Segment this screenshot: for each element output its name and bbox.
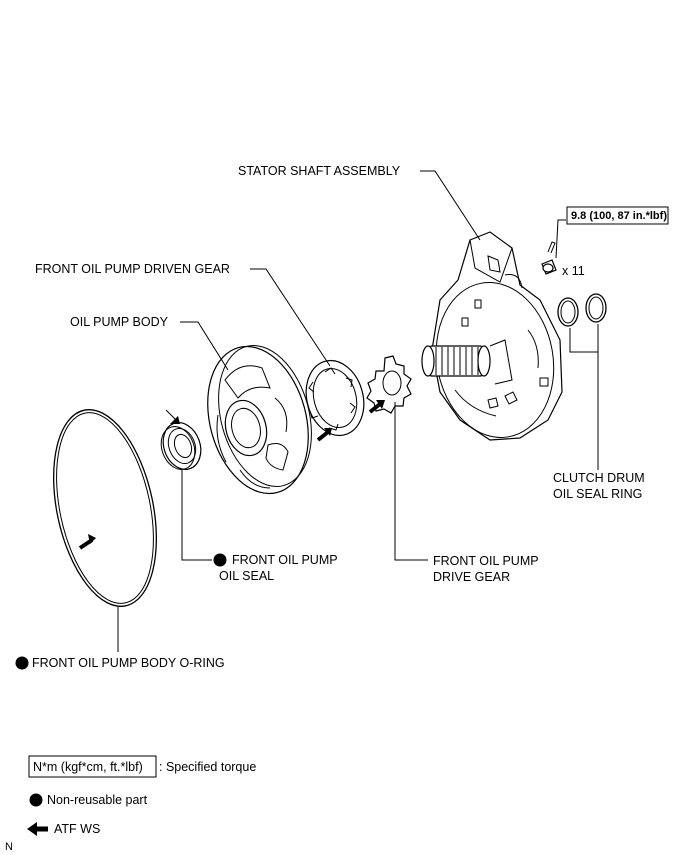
corner-mark: N [5, 841, 13, 853]
legend-torque-box [28, 755, 157, 778]
atf-arrow-oring [78, 534, 96, 550]
driven-gear-part [305, 359, 365, 437]
oil-seal-label-2: OIL SEAL [219, 569, 274, 583]
o-ring-label: FRONT OIL PUMP BODY O-RING [32, 656, 225, 670]
legend-torque-box-text: N*m (kgf*cm, ft.*lbf) [33, 760, 143, 774]
atf-arrow-driven-gear [316, 428, 332, 442]
drive-gear-label-2: DRIVE GEAR [433, 570, 510, 584]
drive-gear-label-1: FRONT OIL PUMP [433, 554, 539, 568]
clutch-drum-rings-part [557, 293, 607, 327]
stator-shaft-label: STATOR SHAFT ASSEMBLY [238, 164, 401, 178]
legend-non-reusable-dot [29, 793, 43, 807]
oil-seal-part [160, 422, 202, 470]
bolt-part [541, 241, 557, 275]
o-ring-part [53, 409, 157, 607]
oil-pump-body-label: OIL PUMP BODY [70, 315, 169, 329]
atf-arrow-seal [165, 409, 180, 424]
clutch-drum-label-2: OIL SEAL RING [553, 487, 642, 501]
drive-gear-part [366, 355, 412, 414]
legend-atf-arrow-icon [27, 822, 48, 836]
torque-spec-label: 9.8 (100, 87 in.*lbf) [571, 210, 667, 222]
stator-shaft-part [421, 231, 563, 441]
legend-torque-text: : Specified torque [159, 760, 256, 774]
atf-arrow-drive-gear [368, 400, 385, 414]
oil-seal-label-1: FRONT OIL PUMP [232, 553, 338, 567]
legend-non-reusable-text: Non-reusable part [47, 793, 148, 807]
driven-gear-label: FRONT OIL PUMP DRIVEN GEAR [35, 262, 230, 276]
non-reusable-dot-oil-seal [213, 553, 227, 567]
bolt-qty-label: x 11 [562, 264, 585, 278]
leader-lines [117, 170, 599, 652]
non-reusable-dot-o-ring [15, 656, 29, 670]
torque-spec-box [566, 206, 669, 225]
legend-atf-text: ATF WS [54, 822, 100, 836]
oil-pump-body-part [207, 345, 312, 495]
clutch-drum-label-1: CLUTCH DRUM [553, 471, 645, 485]
